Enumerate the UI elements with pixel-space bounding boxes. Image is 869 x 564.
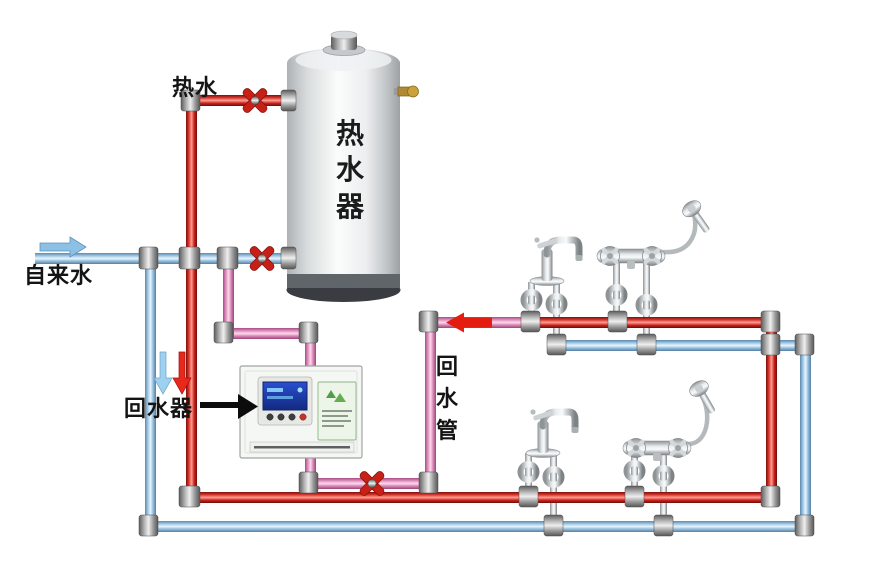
shower-hose-top — [662, 213, 698, 255]
controller-button — [288, 413, 296, 421]
relief-valve — [394, 85, 419, 98]
label-pointer-right-arrow-icon — [200, 394, 258, 419]
pipe-fittings — [138, 89, 815, 537]
pipe-fitting — [607, 310, 628, 333]
pipe-fitting — [418, 310, 439, 333]
water-heater-label: 热水器 — [336, 117, 366, 223]
pipe-fitting — [180, 89, 201, 112]
pipe-fitting — [178, 485, 201, 508]
shower-handset-top — [678, 196, 717, 238]
hot-water-pipes — [186, 95, 777, 503]
pipe-fitting — [298, 471, 319, 494]
cold-flow-down-arrow-icon — [153, 351, 173, 395]
pipe-fitting — [636, 333, 657, 356]
pipe-fitting — [760, 333, 781, 356]
pipe-fitting — [760, 485, 781, 508]
pipe-fitting — [138, 514, 159, 537]
pipe-fitting — [418, 471, 439, 494]
faucet-top — [530, 237, 583, 285]
pipe-fitting — [138, 246, 159, 270]
shower-top — [596, 196, 717, 270]
pipe-fitting — [298, 321, 319, 344]
pipe-fitting — [520, 310, 541, 333]
pipe-fitting — [213, 321, 234, 344]
hot-flow-down-arrow-icon — [172, 351, 192, 395]
shower-bottom — [622, 376, 723, 462]
faucet-bottom — [526, 409, 579, 457]
shower-handset-bottom — [686, 376, 723, 419]
inlet-flow-right-arrow-icon — [39, 236, 87, 258]
shower-mixer-top — [596, 246, 666, 270]
pipe-fitting — [280, 89, 297, 112]
water-heater-tank — [286, 30, 419, 302]
pipe-fitting — [543, 514, 564, 537]
pipe-fitting — [178, 246, 201, 270]
pipe-fitting — [280, 246, 297, 270]
controller-power-button — [299, 413, 307, 421]
controller-button — [266, 413, 274, 421]
controller-button — [277, 413, 285, 421]
hot-water-label: 热水 — [172, 76, 219, 101]
pipe-fitting — [518, 485, 539, 508]
return-device-label: 回水器 — [124, 397, 194, 422]
pipe-fitting — [216, 246, 239, 270]
return-flow-left-arrow-icon — [446, 312, 492, 333]
return-pipe-label: 回水管 — [436, 355, 460, 444]
tap-water-label: 自来水 — [24, 264, 94, 289]
pipe-fitting — [760, 310, 781, 333]
pipe-fitting — [794, 514, 815, 537]
recirculation-controller — [239, 365, 363, 459]
pipe-fitting — [546, 333, 567, 356]
cold-water-pipes — [35, 253, 811, 532]
pipe-fitting — [653, 514, 674, 537]
pipe-fitting — [794, 333, 815, 356]
pipe-fitting — [624, 485, 645, 508]
fixture-risers — [517, 262, 675, 524]
